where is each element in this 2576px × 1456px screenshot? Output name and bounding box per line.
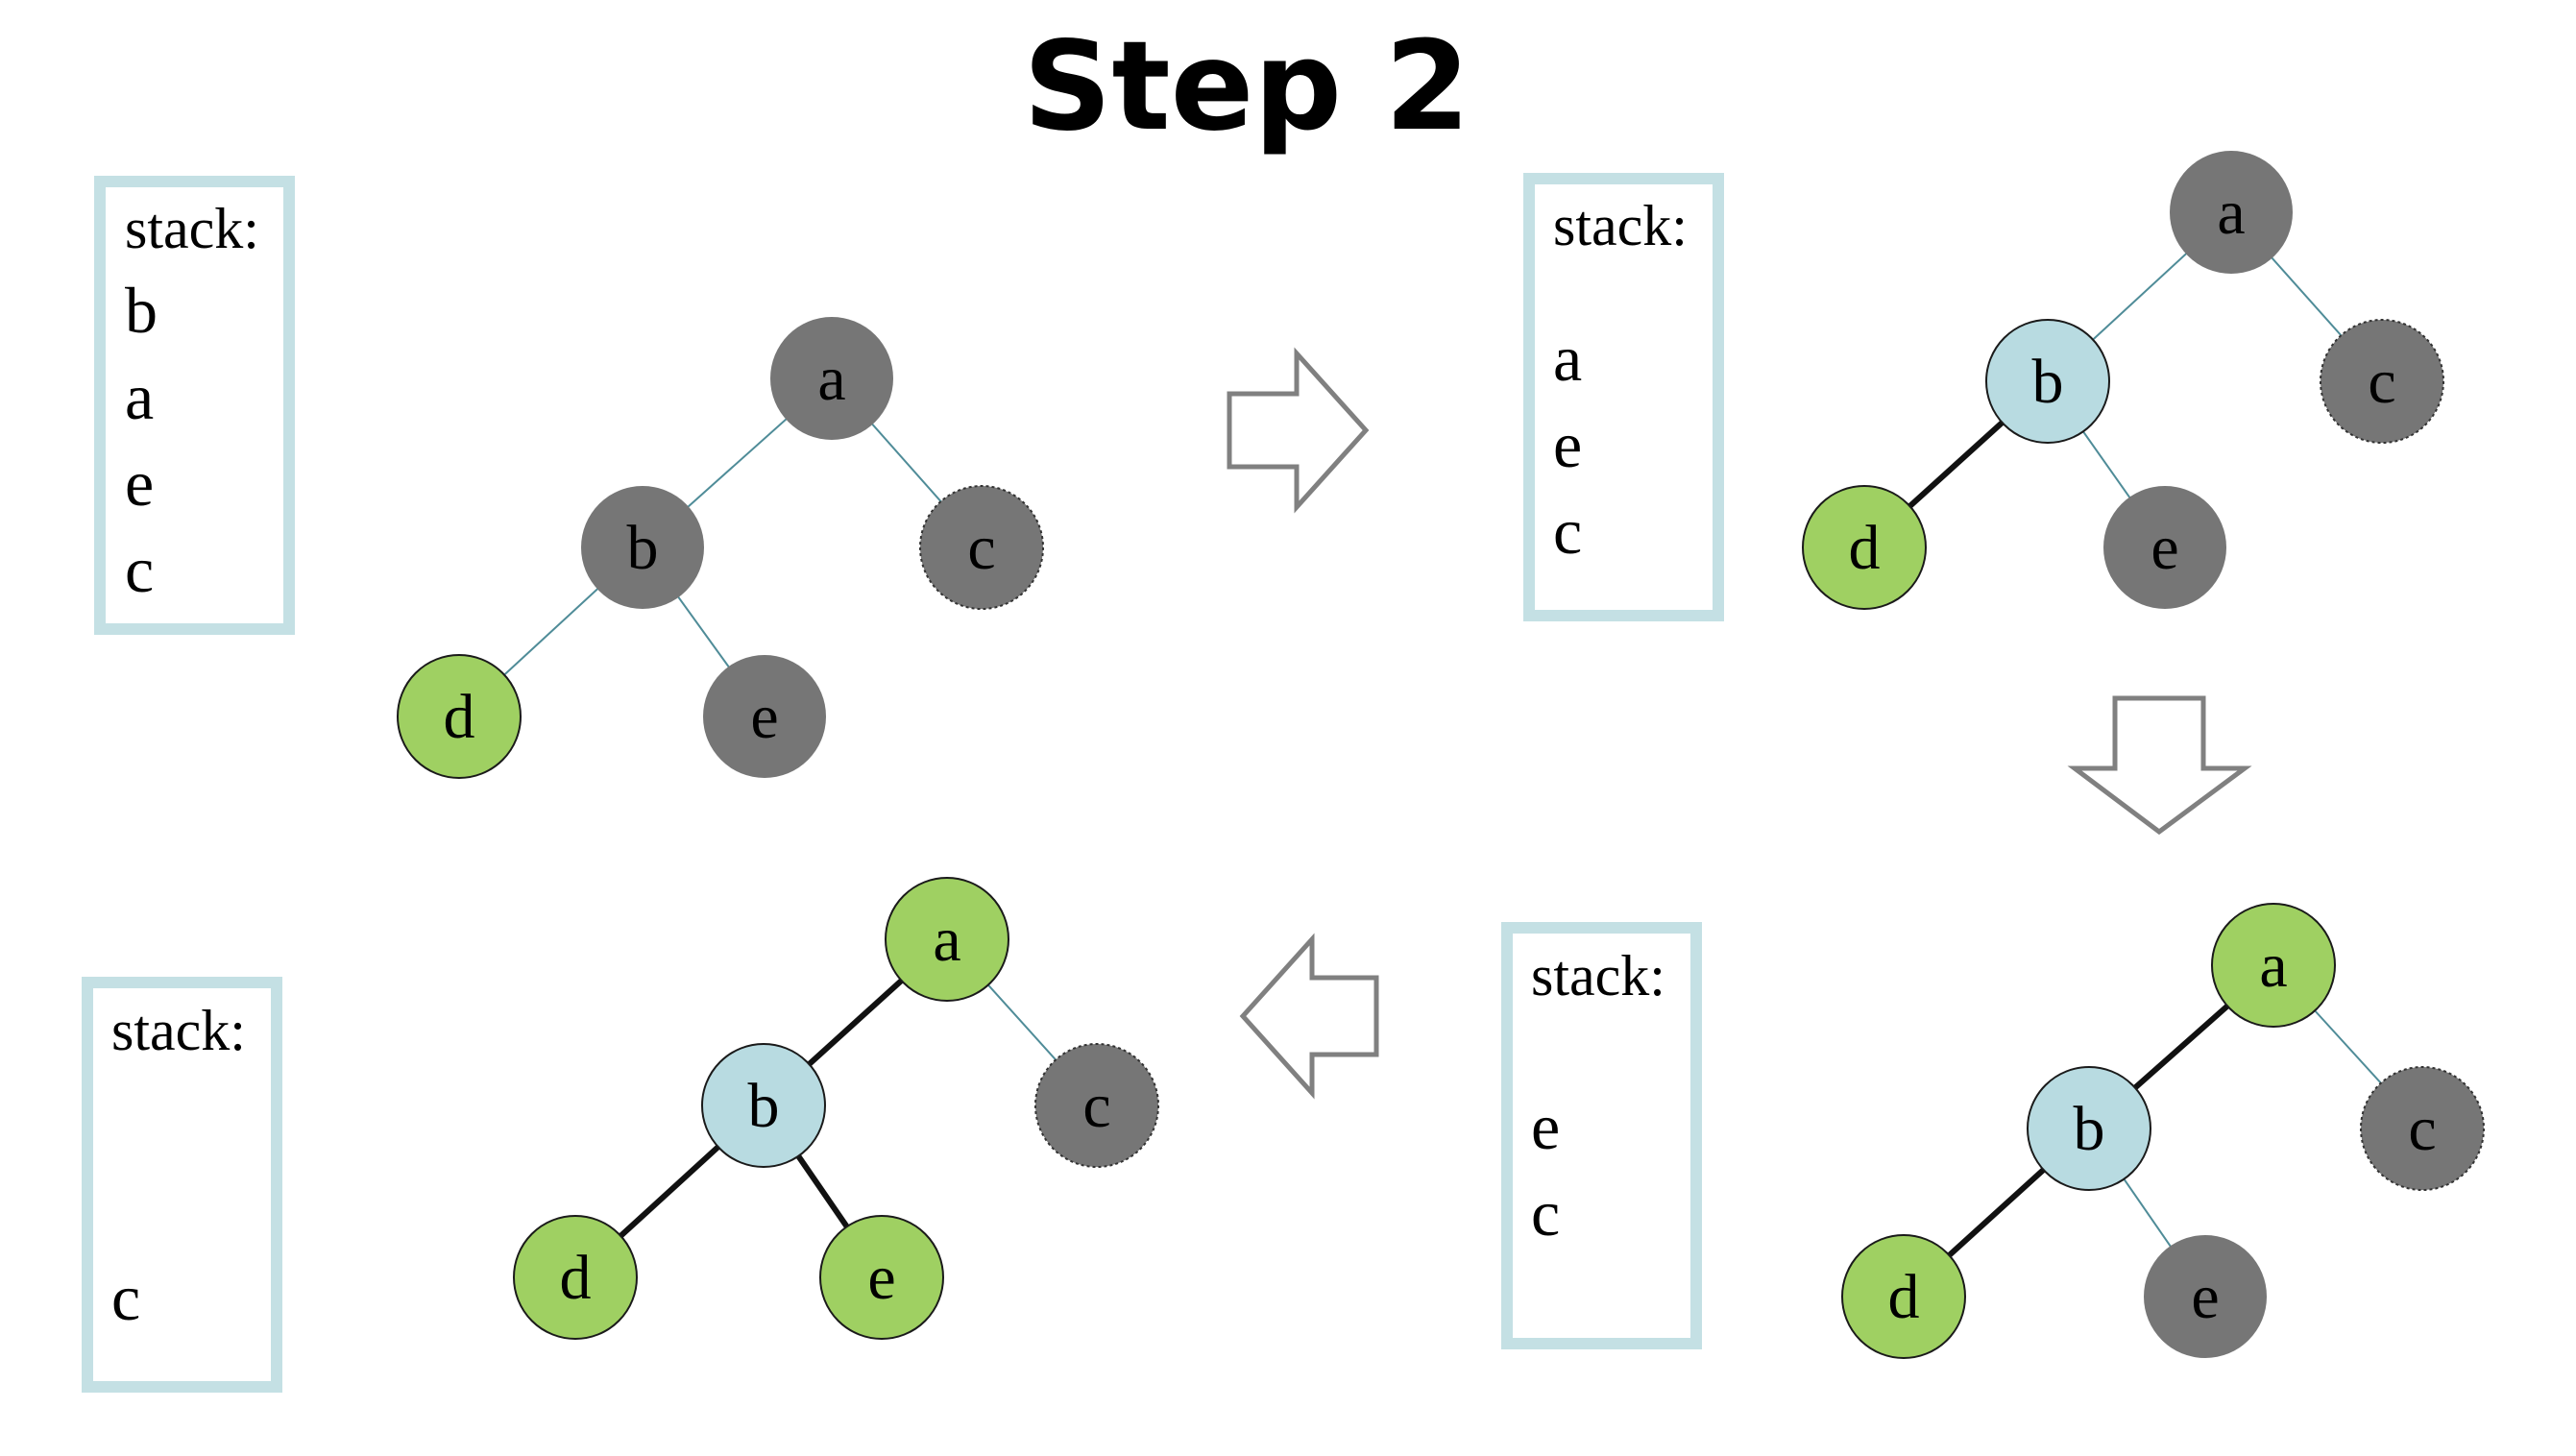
node-e [2103,486,2226,609]
node-label-d: d [1849,513,1881,583]
stack-label: stack: [125,197,259,260]
node-c [919,485,1044,610]
node-label-c: c [2368,347,2395,417]
stack-item: e [1531,1090,1560,1163]
stack-item: c [1531,1177,1560,1250]
node-label-b: b [2074,1094,2105,1164]
node-label-e: e [2151,513,2178,583]
node-a [2170,151,2293,274]
arrows-layer [1227,347,2252,1100]
stack-item: e [125,447,154,520]
node-label-b: b [2032,347,2064,417]
stack-item: b [125,274,158,347]
stack-box [1501,922,1702,1349]
node-label-c: c [967,513,995,583]
node-label-a: a [2217,178,2245,248]
node-d [513,1215,638,1340]
arrow-down-icon [2067,695,2252,836]
node-label-c: c [2408,1094,2436,1164]
node-label-a: a [2259,931,2287,1001]
node-label-d: d [1888,1262,1920,1332]
node-label-e: e [867,1243,895,1313]
node-label-e: e [2191,1262,2219,1332]
stack-label: stack: [111,999,246,1062]
node-d [1802,485,1927,610]
node-label-b: b [627,513,659,583]
node-label-b: b [748,1071,780,1141]
node-d [397,654,522,779]
stack-label: stack: [1553,194,1688,257]
stack-box [1523,173,1724,621]
stack-box [82,977,282,1393]
node-c [2360,1066,2485,1191]
node-c [2320,319,2444,444]
stack-item: e [1553,408,1582,481]
node-label-d: d [560,1243,592,1313]
node-b [581,486,704,609]
node-d [1841,1234,1966,1359]
stack-item: a [1553,322,1582,395]
node-c [1034,1043,1159,1168]
node-a [2211,903,2336,1028]
stack-item: c [125,533,154,606]
node-label-a: a [817,344,845,414]
node-a [770,317,893,440]
stack-box [94,176,295,635]
node-label-e: e [750,682,778,752]
node-b [2027,1066,2151,1191]
page-title: Step 2 [1023,15,1470,158]
node-b [701,1043,826,1168]
stack-item: a [125,360,154,433]
node-e [2144,1235,2267,1358]
node-e [703,655,826,778]
stack-item: c [111,1261,140,1334]
arrow-left-icon [1239,933,1379,1100]
node-e [819,1215,944,1340]
stack-label: stack: [1531,944,1665,1007]
arrow-right-icon [1227,347,1370,514]
node-label-d: d [444,682,475,752]
node-label-a: a [933,905,960,975]
node-label-c: c [1082,1071,1110,1141]
node-b [1985,319,2110,444]
stack-item: c [1553,495,1582,568]
node-a [885,877,1009,1002]
